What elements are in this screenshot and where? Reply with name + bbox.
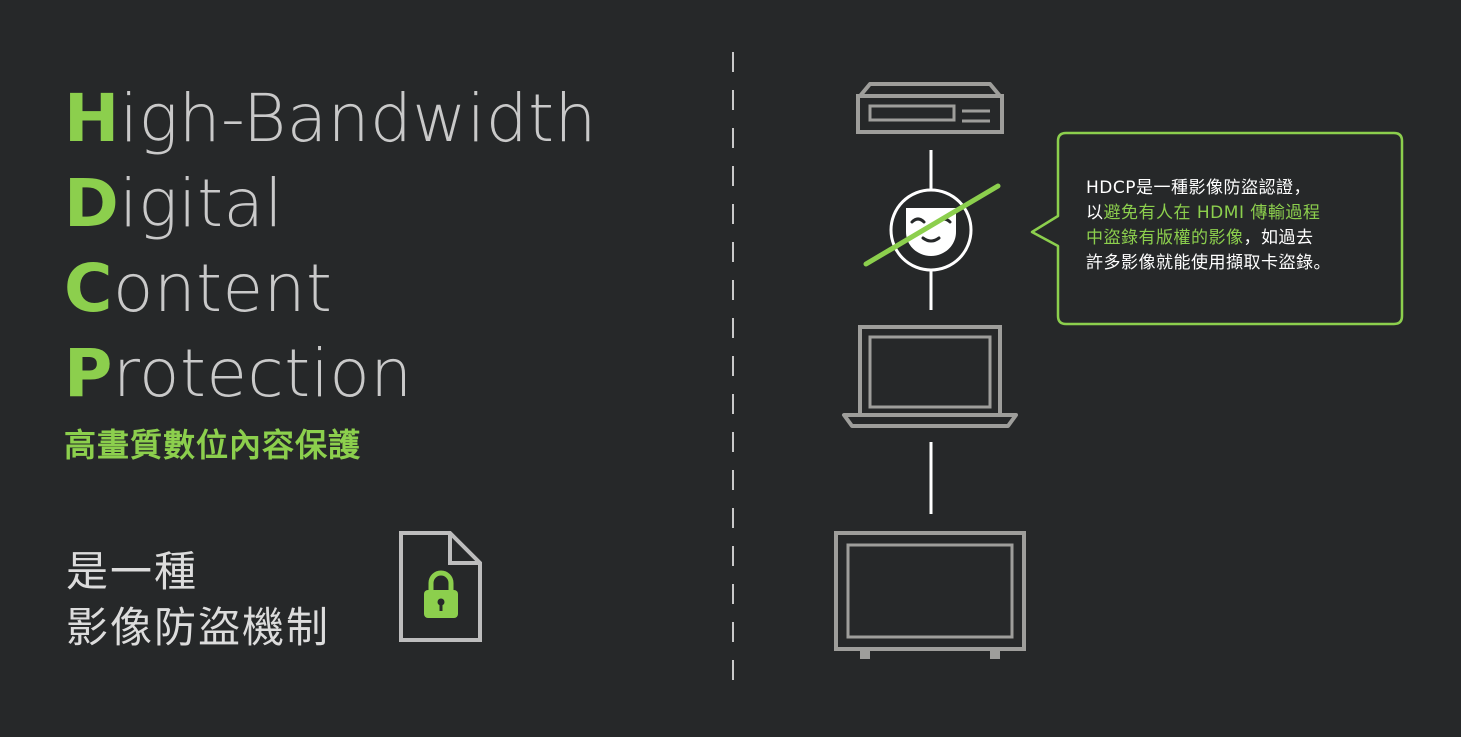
acronym-row-digital: Digital [64, 171, 283, 237]
callout-line-4: 許多影像就能使用擷取卡盜錄。 [1086, 253, 1331, 273]
chinese-subtitle: 高畫質數位內容保護 [64, 426, 362, 464]
acronym-initial: C [64, 250, 113, 327]
media-player-icon [856, 82, 1004, 134]
acronym-word: igital [119, 165, 284, 242]
acronym-word: rotection [112, 335, 413, 412]
callout-line-2: 以避免有人在 HDMI 傳輸過程 [1086, 201, 1386, 226]
callout-text-highlight: 中盜錄有版權的影像 [1086, 228, 1244, 248]
tv-icon [834, 531, 1026, 659]
acronym-row-content: Content [64, 256, 332, 322]
dashed-divider [732, 52, 734, 682]
acronym-initial: D [64, 165, 120, 242]
acronym-word: igh-Bandwidth [119, 80, 597, 157]
callout-text-plain: 以 [1086, 203, 1104, 223]
callout-bubble [1030, 131, 1404, 326]
acronym-initial: H [64, 80, 120, 157]
description-line-2: 影像防盜機制 [66, 603, 331, 652]
acronym-initial: P [64, 335, 113, 412]
laptop-icon [842, 325, 1018, 428]
acronym-row-high-bandwidth: High-Bandwidth [64, 86, 597, 152]
callout-text: HDCP是一種影像防盜認證， 以避免有人在 HDMI 傳輸過程 中盜錄有版權的影… [1086, 176, 1386, 276]
callout-text-highlight: 避免有人在 HDMI 傳輸過程 [1103, 203, 1321, 223]
description-line-1: 是一種 [66, 547, 199, 596]
acronym-row-protection: Protection [64, 341, 413, 407]
pirate-mask-blocked-icon [863, 183, 1001, 272]
acronym-word: ontent [112, 250, 333, 327]
callout-text-plain: ，如過去 [1243, 228, 1314, 248]
callout-line-1: HDCP是一種影像防盜認證， [1086, 178, 1311, 198]
document-lock-icon [399, 531, 482, 642]
callout-line-3: 中盜錄有版權的影像，如過去 [1086, 226, 1386, 251]
